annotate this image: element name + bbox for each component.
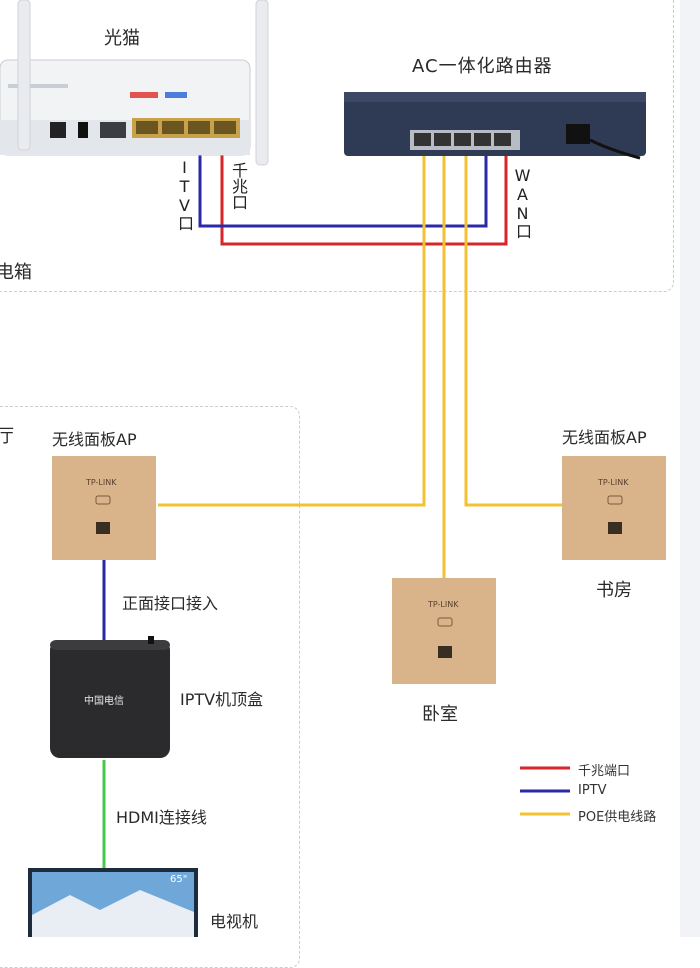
legend-poe-label: POE供电线路 (578, 810, 657, 825)
iptv-cable (198, 140, 488, 228)
stb-brand-label: 中国电信 (84, 696, 124, 707)
cabinet-panel (0, 0, 674, 292)
hdmi-label: HDMI连接线 (116, 808, 207, 827)
modem-device (0, 0, 269, 166)
stb-label: IPTV机顶盒 (180, 690, 264, 709)
ap-right-label: 无线面板AP (562, 428, 647, 447)
poe-cable-living (158, 142, 426, 507)
living-room-label: 厅 (0, 426, 14, 447)
wiring-diagram (0, 0, 666, 937)
gigabit-port-label: 千兆口 (229, 162, 248, 210)
ap-panel-living (52, 456, 156, 560)
gigabit-cable (220, 140, 508, 246)
tv-device (28, 868, 198, 937)
page-edge-strip (680, 0, 700, 937)
iptv-stb-device (50, 636, 170, 758)
ap-panel-study (562, 456, 666, 560)
bedroom-label: 卧室 (422, 704, 458, 725)
tv-label: 电视机 (210, 912, 259, 931)
ap-left-brand: TP-LINK (86, 478, 117, 487)
ap-bedroom-brand: TP-LINK (428, 600, 459, 609)
legend-iptv-label: IPTV (578, 783, 607, 798)
ap-right-brand: TP-LINK (598, 478, 629, 487)
wan-port-label: WAN口 (513, 166, 532, 239)
cabinet-label: 电箱 (0, 262, 32, 283)
iptv-port-label: ITV口 (175, 158, 194, 231)
tv-size-label: 65" (170, 874, 188, 885)
front-port-label: 正面接口接入 (122, 594, 219, 613)
legend-gigabit-label: 千兆端口 (578, 764, 631, 779)
study-label: 书房 (596, 580, 632, 601)
ap-panel-bedroom (392, 578, 496, 684)
ap-left-label: 无线面板AP (52, 430, 137, 449)
router-label: AC一体化路由器 (412, 56, 553, 77)
poe-cable-study (464, 142, 562, 507)
router-device (344, 92, 646, 160)
modem-label: 光猫 (104, 28, 140, 49)
